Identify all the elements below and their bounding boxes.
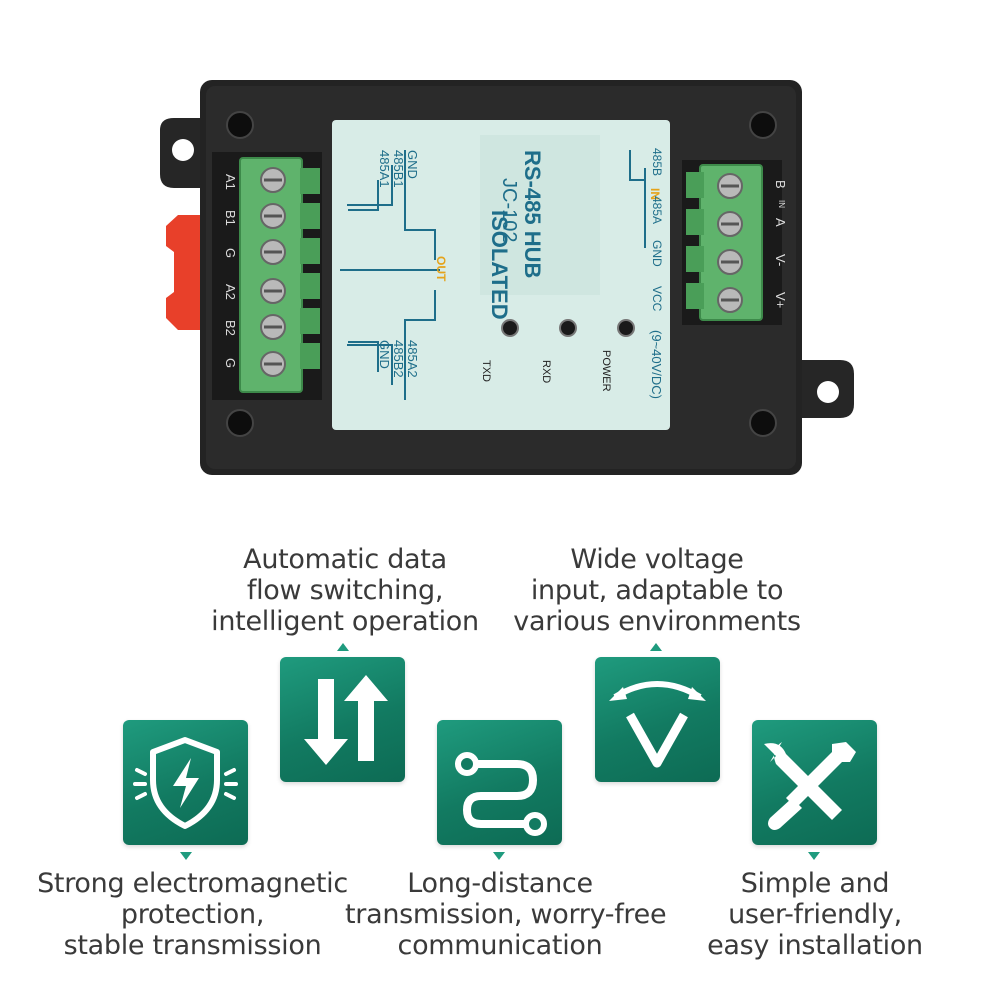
- out1-pin-gnd: GND: [405, 150, 420, 179]
- tile-wide-voltage: [595, 657, 720, 782]
- feature-text-emc: Strong electromagnetic protection, stabl…: [30, 868, 355, 961]
- terminal-in-mark: IN: [777, 200, 786, 208]
- route-path-icon: [455, 752, 547, 836]
- pointer-marker: [650, 643, 662, 651]
- out2-pin-485b2: 485B2: [391, 340, 406, 378]
- feature-line: Strong electromagnetic: [37, 868, 348, 899]
- terminal-a2: A2: [223, 284, 238, 300]
- terminal-v-minus: V-: [773, 254, 788, 267]
- shield-lightning-icon: [133, 737, 238, 829]
- feature-line: Wide voltage: [570, 544, 744, 575]
- terminal-b1: B1: [223, 210, 238, 226]
- feature-line: stable transmission: [63, 930, 322, 961]
- terminal-b: B: [773, 180, 788, 189]
- led-txd-label: TXD: [480, 360, 492, 382]
- voltage-gauge-icon: [609, 681, 706, 768]
- feature-text-data-flow: Automatic data flow switching, intellige…: [200, 544, 490, 637]
- terminal-b2: B2: [223, 320, 238, 336]
- out2-pin-485a2: 485A2: [405, 340, 420, 378]
- in-pin-vcc: VCC: [650, 286, 664, 312]
- led-power-label: POWER: [600, 350, 612, 392]
- terminal-a: A: [773, 218, 788, 227]
- feature-line: Simple and: [740, 868, 890, 899]
- feature-line: easy installation: [707, 930, 923, 961]
- voltage-range: (9~40V/DC): [649, 330, 664, 399]
- feature-line: input, adaptable to: [530, 575, 784, 606]
- out-label: OUT: [434, 256, 448, 282]
- tile-data-flow: [280, 657, 405, 782]
- feature-line: transmission, worry-free: [345, 899, 667, 930]
- feature-text-wide-voltage: Wide voltage input, adaptable to various…: [512, 544, 802, 637]
- feature-text-long-distance: Long-distance transmission, worry-free c…: [345, 868, 667, 961]
- feature-line: Automatic data: [243, 544, 447, 575]
- led-rxd-label: RXD: [540, 360, 552, 384]
- device-subtitle: RS-485 HUB: [520, 150, 545, 279]
- pointer-marker: [180, 852, 192, 860]
- out2-pin-gnd: GND: [377, 340, 392, 369]
- terminal-v-plus: V+: [773, 292, 788, 309]
- feature-line: user-friendly,: [728, 899, 902, 930]
- wrench-screwdriver-icon: [764, 742, 856, 830]
- rs485-hub-device: [160, 80, 854, 475]
- device-model: JC-102: [498, 178, 520, 243]
- pointer-marker: [493, 852, 505, 860]
- out1-pin-485b1: 485B1: [391, 150, 406, 188]
- feature-line: intelligent operation: [211, 606, 479, 637]
- out1-pin-485a1: 485A1: [377, 150, 392, 188]
- feature-line: communication: [397, 930, 603, 961]
- tile-easy-installation: [752, 720, 877, 845]
- feature-line: various environments: [513, 606, 801, 637]
- terminal-g2: G: [223, 358, 238, 369]
- in-pin-gnd: GND: [650, 240, 664, 267]
- terminal-a1: A1: [223, 174, 238, 190]
- feature-line: protection,: [120, 899, 265, 930]
- up-down-arrows-icon: [304, 675, 388, 765]
- pointer-marker: [337, 643, 349, 651]
- feature-line: flow switching,: [246, 575, 444, 606]
- feature-text-installation: Simple and user-friendly, easy installat…: [690, 868, 940, 961]
- terminal-g1: G: [223, 248, 238, 259]
- in-pin-485b: 485B: [650, 148, 664, 177]
- feature-line: Long-distance: [407, 868, 593, 899]
- in-pin-485a: 485A: [650, 196, 664, 225]
- tile-emc-protection: [123, 720, 248, 845]
- pointer-marker: [808, 852, 820, 860]
- tile-long-distance: [437, 720, 562, 845]
